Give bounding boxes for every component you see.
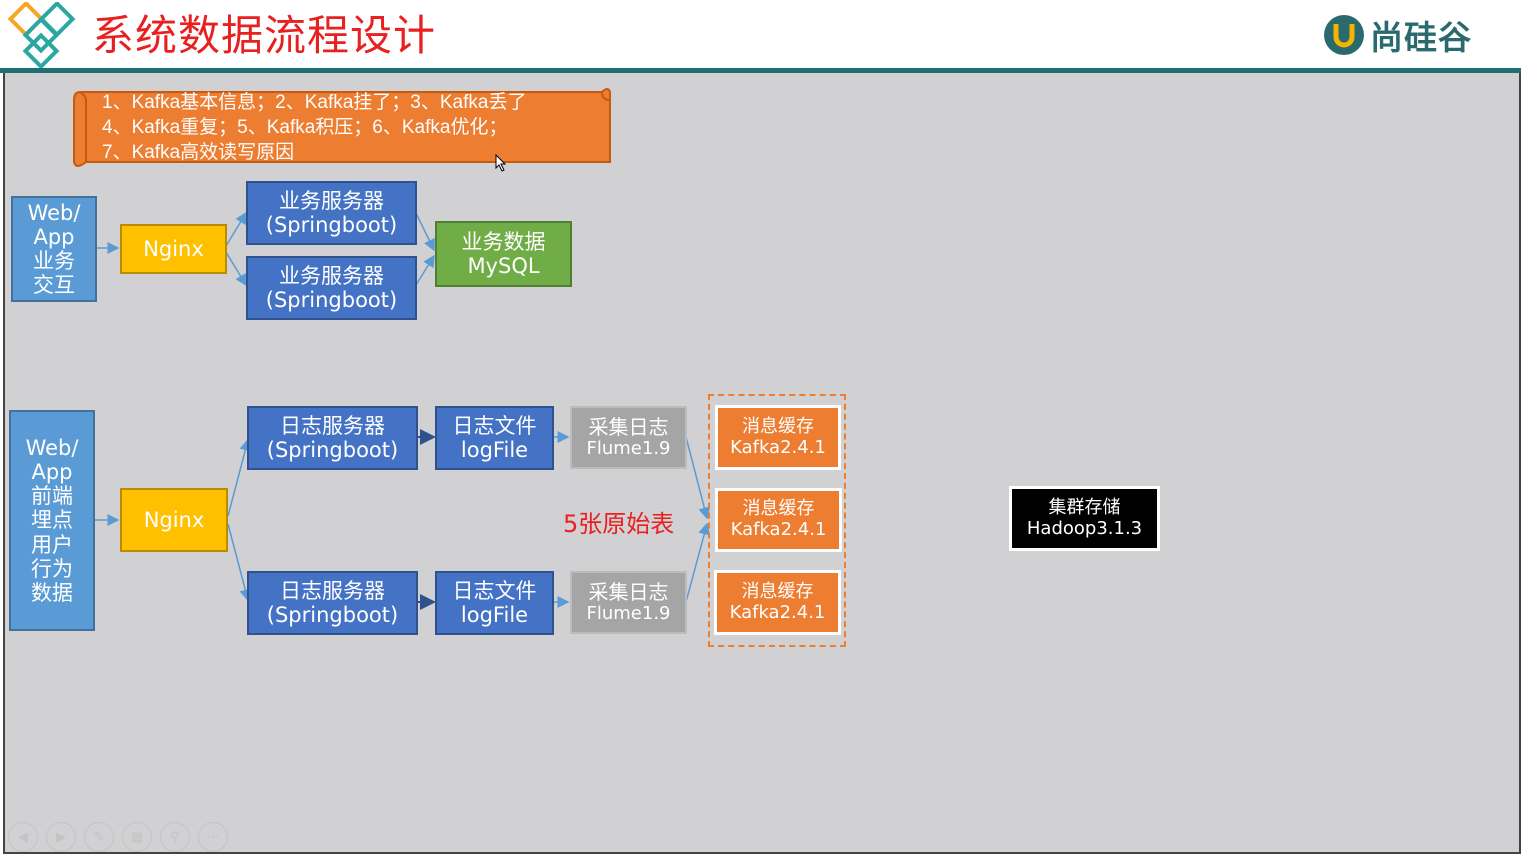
pen-icon[interactable]: ✎ [84,822,114,852]
label-line: 数据 [31,580,73,605]
arrow-nginx-logserver1 [227,438,252,517]
brand-name: 尚硅谷 [1370,18,1472,57]
label-line: (Springboot) [265,288,398,312]
business-db-mysql: 业务数据 MySQL [435,221,572,287]
label-line: (Springboot) [265,213,398,237]
mouse-cursor-icon [495,154,507,172]
zoom-icon[interactable]: ⚲ [160,822,190,852]
note-line-1: 1、Kafka基本信息；2、Kafka挂了；3、Kafka丢了 [102,92,527,113]
header-divider [0,68,1521,73]
business-server-2: 业务服务器 (Springboot) [246,256,417,320]
label-line: 采集日志 [588,579,669,604]
label-line: logFile [460,438,529,462]
log-file-2: 日志文件 logFile [435,571,554,635]
raw-tables-label: 5张原始表 [563,510,675,538]
label-line: Web/ [25,436,79,460]
diamond-logo-icon [7,2,76,68]
page-title: 系统数据流程设计 [92,11,437,60]
arrow-nginx-server1-top [225,211,247,247]
kafka-cluster-group [708,394,846,647]
log-server-1: 日志服务器 (Springboot) [247,406,418,470]
label-line: 交互 [33,273,75,298]
flume-collector-1: 采集日志 Flume1.9 [570,406,687,469]
nginx-log: Nginx [120,488,228,552]
label-line: Web/ [27,200,81,225]
kafka-node-1: 消息缓存 Kafka2.4.1 [715,405,841,470]
label-line: 业务服务器 [279,188,384,213]
label-line: Hadoop3.1.3 [1026,517,1143,539]
brand-u-icon [1324,15,1364,55]
scroll-note-shape [73,88,611,167]
label-line: Nginx [143,507,205,532]
slideshow-controls: ◀ ▶ ✎ ▦ ⚲ ⋯ [8,822,228,852]
arrow-flume2-kafka [685,522,711,603]
arrow-nginx-server2-top [225,251,247,287]
prev-icon[interactable]: ◀ [8,822,38,852]
label-line: (Springboot) [266,438,399,462]
label-line: Kafka2.4.1 [729,601,826,623]
label-line: 日志服务器 [280,578,385,603]
label-line: Nginx [143,236,204,261]
log-file-1: 日志文件 logFile [435,406,554,470]
label-line: Kafka2.4.1 [730,436,826,458]
label-line: 业务服务器 [279,263,384,288]
kafka-topics-note: 1、Kafka基本信息；2、Kafka挂了；3、Kafka丢了 4、Kafka重… [102,90,602,165]
label-line: 消息缓存 [742,498,815,520]
label-line: logFile [460,603,529,627]
label-line: 采集日志 [588,414,669,439]
log-server-2: 日志服务器 (Springboot) [247,571,418,635]
label-line: 消息缓存 [741,580,814,602]
label-line: 前端 [31,484,73,509]
label-line: 行为 [31,556,73,581]
flume-collector-2: 采集日志 Flume1.9 [570,571,687,634]
arrow-flume1-kafka [685,436,711,520]
business-server-1: 业务服务器 (Springboot) [246,181,417,245]
slide-header: 系统数据流程设计 尚硅谷 [0,0,1521,68]
kafka-node-2: 消息缓存 Kafka2.4.1 [715,488,842,552]
label-line: (Springboot) [266,603,399,627]
note-line-3: 7、Kafka高效读写原因 [102,142,295,163]
label-line: 集群存储 [1048,496,1121,518]
label-line: Flume1.9 [586,437,671,459]
web-app-business-client: Web/ App 业务 交互 [11,196,97,302]
note-line-2: 4、Kafka重复；5、Kafka积压；6、Kafka优化； [102,117,508,138]
slides-icon[interactable]: ▦ [122,822,152,852]
label-line: Flume1.9 [586,602,671,624]
label-line: 日志文件 [452,413,537,438]
label-line: 消息缓存 [742,415,814,437]
label-line: 日志文件 [452,578,537,603]
label-line: Kafka2.4.1 [730,519,827,540]
label-line: App [31,460,73,485]
label-line: 业务 [33,249,75,273]
nginx-business: Nginx [120,224,227,274]
next-icon[interactable]: ▶ [46,822,76,852]
label-line: 埋点 [31,508,73,533]
arrow-server1-db [415,212,435,252]
arrow-server2-db [415,254,435,286]
brand-logo: 尚硅谷 [1322,10,1472,60]
label-line: 用户 [31,532,73,557]
label-line: 日志服务器 [280,413,385,438]
label-line: App [33,224,75,249]
hadoop-cluster-storage: 集群存储 Hadoop3.1.3 [1009,486,1160,551]
more-icon[interactable]: ⋯ [198,822,228,852]
kafka-node-3: 消息缓存 Kafka2.4.1 [714,570,841,635]
web-app-tracking-client: Web/ App 前端 埋点 用户 行为 数据 [9,410,95,631]
label-line: MySQL [467,254,540,278]
label-line: 业务数据 [461,229,546,254]
arrow-nginx-logserver2 [227,523,252,602]
